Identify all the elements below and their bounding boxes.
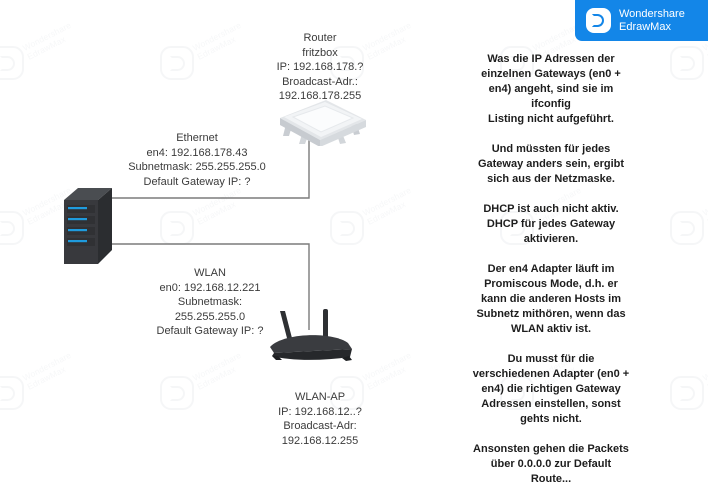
label-ethernet: Ethernet en4: 192.168.178.43 Subnetmask:… <box>128 132 266 188</box>
link-server-router <box>110 135 310 199</box>
annotation-note: Und müssten für jedes Gateway anders sei… <box>477 143 625 185</box>
edrawmax-logo-icon <box>586 8 611 33</box>
annotation-note: DHCP ist auch nicht aktiv. DHCP für jede… <box>483 203 619 245</box>
device-server-tower[interactable] <box>62 186 114 268</box>
device-wlan-access-point[interactable] <box>262 303 358 363</box>
label-wlan: WLAN en0: 192.168.12.221 Subnetmask: 255… <box>156 267 264 337</box>
badge-line2: EdrawMax <box>619 20 671 33</box>
label-wlan-ap: WLAN-AP IP: 192.168.12..? Broadcast-Adr:… <box>278 391 362 447</box>
annotation-note: Der en4 Adapter läuft im Promiscous Mode… <box>476 263 626 335</box>
annotation-note: Ansonsten gehen die Packets über 0.0.0.0… <box>473 443 629 485</box>
badge-line1: Wondershare <box>619 7 685 20</box>
device-router-fritzbox[interactable] <box>272 98 372 147</box>
annotation-note: Was die IP Adressen der einzelnen Gatewa… <box>481 53 621 125</box>
label-router: Router fritzbox IP: 192.168.178.? Broadc… <box>276 32 364 102</box>
annotation-note: Du musst für die verschiedenen Adapter (… <box>472 353 630 425</box>
annotations-column: Was die IP Adressen der einzelnen Gatewa… <box>470 52 632 500</box>
